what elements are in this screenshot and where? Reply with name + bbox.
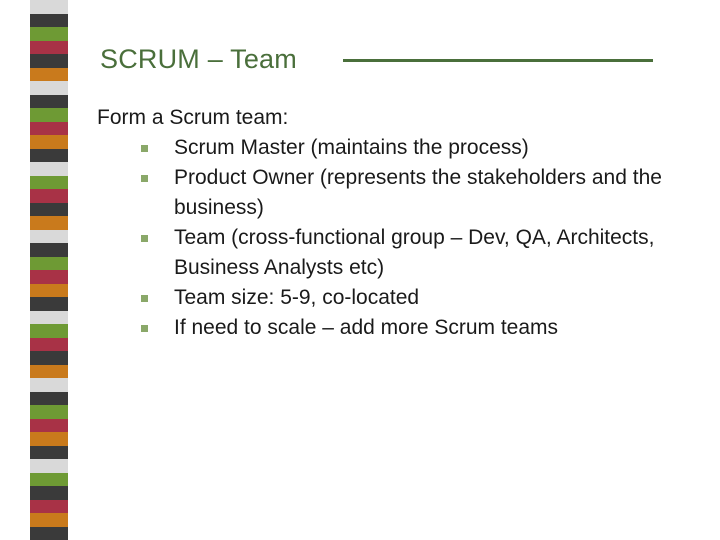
stripe-segment (30, 378, 68, 392)
slide-title: SCRUM – Team (100, 44, 297, 74)
stripe-segment (30, 175, 68, 189)
square-bullet-icon (141, 235, 148, 242)
stripe-segment (30, 67, 68, 81)
body-heading: Form a Scrum team: (97, 106, 289, 129)
decorative-stripe-bar (30, 0, 68, 540)
stripe-segment (30, 526, 68, 540)
square-bullet-icon (141, 295, 148, 302)
stripe-segment (30, 337, 68, 351)
square-bullet-icon (141, 145, 148, 152)
stripe-segment (30, 405, 68, 419)
stripe-segment (30, 486, 68, 500)
stripe-segment (30, 391, 68, 405)
stripe-segment (30, 243, 68, 257)
bullet-text: Team size: 5-9, co-located (174, 286, 420, 309)
stripe-segment (30, 0, 68, 14)
stripe-segment (30, 351, 68, 365)
stripe-segment (30, 202, 68, 216)
stripe-segment (30, 148, 68, 162)
stripe-segment (30, 513, 68, 527)
stripe-segment (30, 135, 68, 149)
bullet-text: Team (cross-functional group – Dev, QA, … (174, 226, 655, 279)
stripe-segment (30, 162, 68, 176)
stripe-segment (30, 445, 68, 459)
stripe-segment (30, 94, 68, 108)
stripe-segment (30, 418, 68, 432)
bullet-item: Scrum Master (maintains the process) (97, 133, 707, 163)
stripe-segment (30, 216, 68, 230)
bullet-item: Product Owner (represents the stakeholde… (97, 163, 707, 223)
stripe-segment (30, 189, 68, 203)
bullet-item: If need to scale – add more Scrum teams (97, 313, 707, 343)
title-underline (343, 59, 653, 62)
square-bullet-icon (141, 175, 148, 182)
stripe-segment (30, 310, 68, 324)
stripe-segment (30, 364, 68, 378)
bullet-item: Team (cross-functional group – Dev, QA, … (97, 223, 707, 283)
stripe-segment (30, 13, 68, 27)
stripe-segment (30, 459, 68, 473)
stripe-segment (30, 324, 68, 338)
stripe-segment (30, 472, 68, 486)
slide-body: Form a Scrum team: Scrum Master (maintai… (97, 103, 707, 343)
stripe-segment (30, 27, 68, 41)
stripe-segment (30, 121, 68, 135)
stripe-segment (30, 297, 68, 311)
stripe-segment (30, 499, 68, 513)
bullet-text: If need to scale – add more Scrum teams (174, 316, 559, 339)
bullet-text: Product Owner (represents the stakeholde… (174, 166, 662, 219)
stripe-segment (30, 81, 68, 95)
square-bullet-icon (141, 325, 148, 332)
stripe-segment (30, 54, 68, 68)
stripe-segment (30, 108, 68, 122)
stripe-segment (30, 270, 68, 284)
bullet-list: Scrum Master (maintains the process) Pro… (97, 133, 707, 343)
stripe-segment (30, 40, 68, 54)
stripe-segment (30, 432, 68, 446)
bullet-item: Team size: 5-9, co-located (97, 283, 707, 313)
stripe-segment (30, 256, 68, 270)
stripe-segment (30, 283, 68, 297)
stripe-segment (30, 229, 68, 243)
bullet-text: Scrum Master (maintains the process) (174, 136, 529, 159)
